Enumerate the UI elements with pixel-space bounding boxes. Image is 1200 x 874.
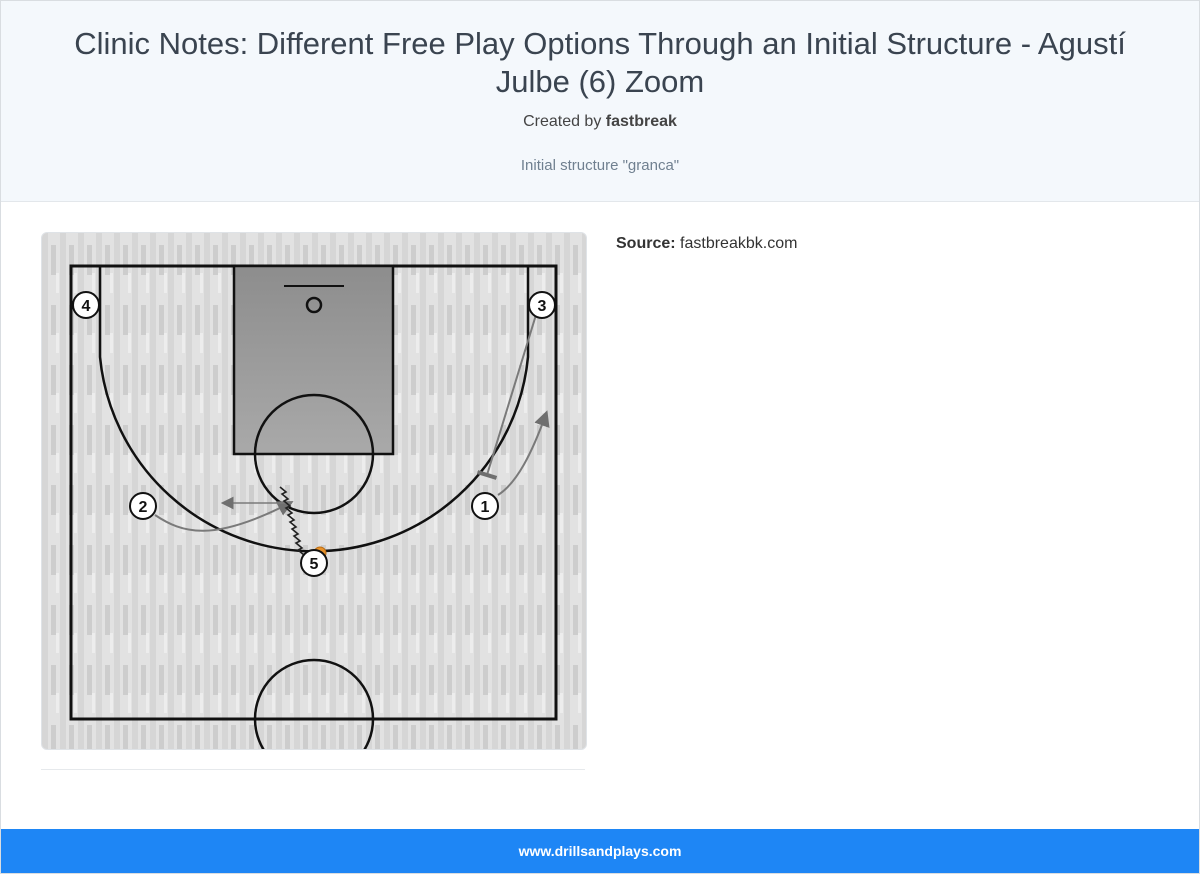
cut-arrow-player-2 bbox=[154, 501, 294, 532]
play-subtitle: Initial structure "granca" bbox=[520, 157, 680, 174]
player-1[interactable]: 1 bbox=[471, 492, 499, 520]
paint-area bbox=[232, 264, 395, 456]
created-by-prefix: Created by bbox=[523, 113, 602, 130]
cut-arrow-player-1 bbox=[497, 410, 550, 496]
source-line: Source: fastbreakbk.com bbox=[616, 235, 797, 253]
site-footer: www.drillsandplays.com bbox=[1, 829, 1199, 873]
player-3[interactable]: 3 bbox=[528, 291, 556, 319]
author-link[interactable]: fastbreak bbox=[605, 113, 677, 130]
page-title: Clinic Notes: Different Free Play Option… bbox=[74, 26, 1126, 99]
center-circle bbox=[253, 658, 375, 749]
player-1-label: 1 bbox=[481, 499, 490, 516]
screen-line-player-3 bbox=[476, 304, 540, 480]
diagram-divider bbox=[41, 769, 585, 770]
source-value: fastbreakbk.com bbox=[680, 235, 798, 252]
footer-site-link[interactable]: www.drillsandplays.com bbox=[518, 843, 682, 859]
player-2-label: 2 bbox=[139, 499, 148, 516]
dribble-line-player-5 bbox=[279, 486, 305, 556]
free-throw-circle bbox=[253, 393, 375, 515]
player-5[interactable]: 5 bbox=[300, 549, 328, 577]
court-diagram[interactable]: 4 3 2 1 5 bbox=[41, 232, 587, 750]
page-header: Clinic Notes: Different Free Play Option… bbox=[1, 1, 1199, 202]
court-svg: 4 3 2 1 5 bbox=[42, 233, 586, 749]
player-2[interactable]: 2 bbox=[129, 492, 157, 520]
source-label: Source: bbox=[616, 235, 676, 252]
rim bbox=[305, 296, 323, 314]
player-3-label: 3 bbox=[538, 298, 547, 315]
player-4-label: 4 bbox=[82, 298, 91, 315]
player-5-label: 5 bbox=[310, 556, 319, 573]
byline: Created by fastbreak bbox=[1, 113, 1199, 131]
player-4[interactable]: 4 bbox=[72, 291, 100, 319]
